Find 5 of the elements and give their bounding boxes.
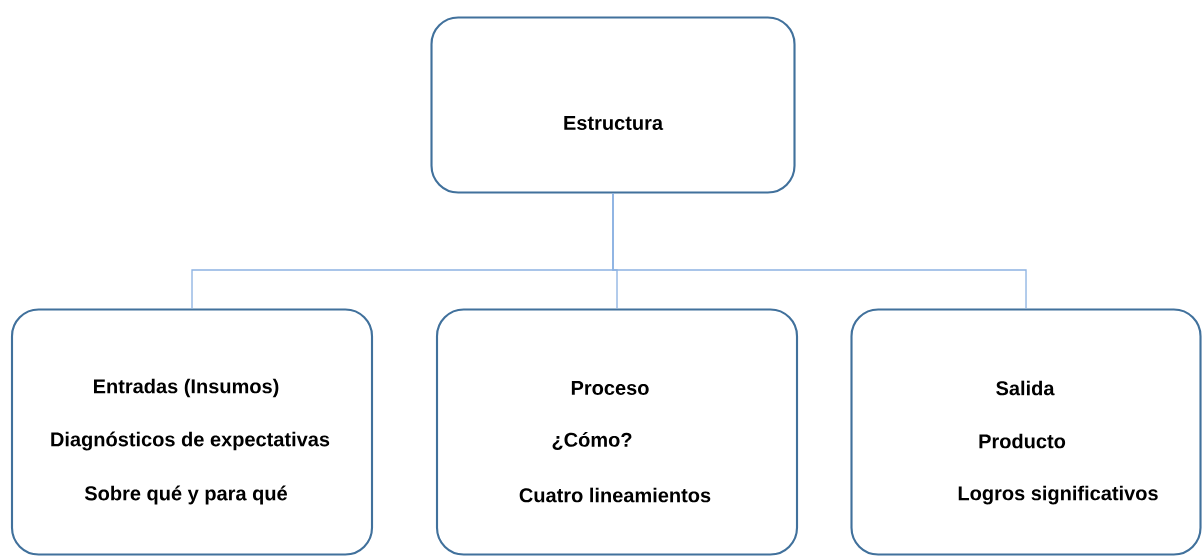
process-box: Entradas (Insumos) Diagnósticos de expectativas Sobre qué y para qué — [10, 308, 374, 556]
process-box: Salida Producto Logros significativos — [850, 308, 1202, 556]
connector-line — [612, 192, 1027, 310]
process-box: Proceso ¿Cómo? Cuatro lineamientos — [435, 308, 799, 556]
process-box: Estructura — [430, 16, 796, 194]
